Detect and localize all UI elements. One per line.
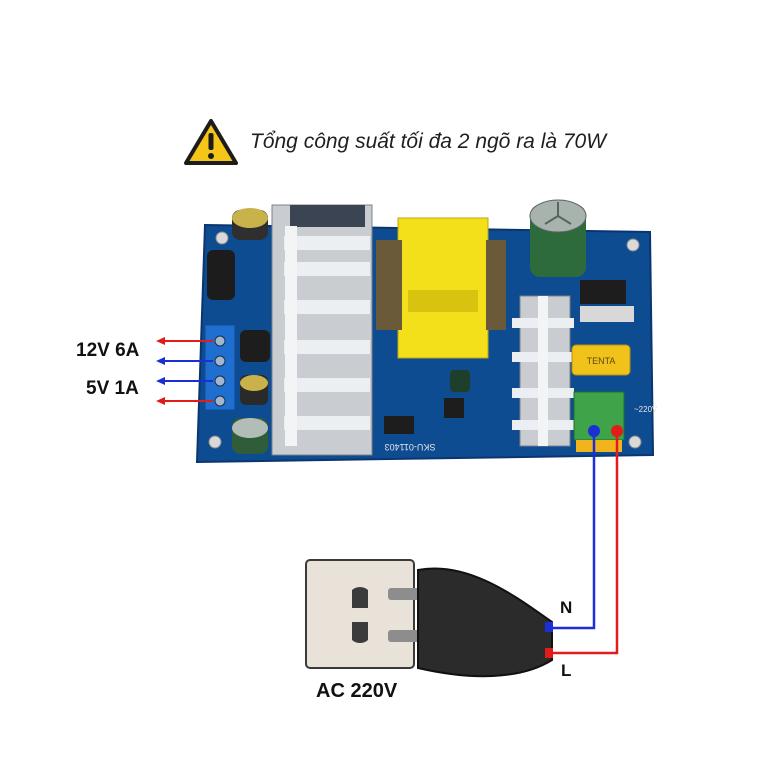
wall-socket (305, 559, 415, 669)
warning-triangle-icon (184, 119, 238, 165)
voltage-marking-text: ~220V (634, 405, 658, 414)
output-arrows (156, 337, 213, 405)
plug (388, 567, 553, 678)
input-terminal-block (573, 391, 625, 452)
output-terminal-block (204, 324, 236, 411)
heatsink-right (512, 295, 574, 447)
output-5v-label: 5V 1A (86, 378, 139, 399)
live-label: L (561, 661, 572, 680)
warning-text: Tổng công suất tối đa 2 ngõ ra là 70W (250, 130, 607, 153)
small-components: TENTA SKU-011403 ~220V (207, 208, 658, 454)
capacitor-brand-text: TENTA (587, 356, 616, 366)
warning-note: Tổng công suất tối đa 2 ngõ ra là 70W (184, 118, 606, 166)
board-marking-text: SKU-011403 (385, 442, 436, 452)
heatsink-left (271, 204, 373, 456)
ac-source-label: AC 220V (316, 680, 398, 702)
ac-wires (551, 431, 619, 655)
transformer (376, 217, 506, 359)
neutral-label: N (560, 598, 573, 617)
large-capacitor (529, 199, 587, 277)
output-12v-label: 12V 6A (76, 340, 140, 361)
